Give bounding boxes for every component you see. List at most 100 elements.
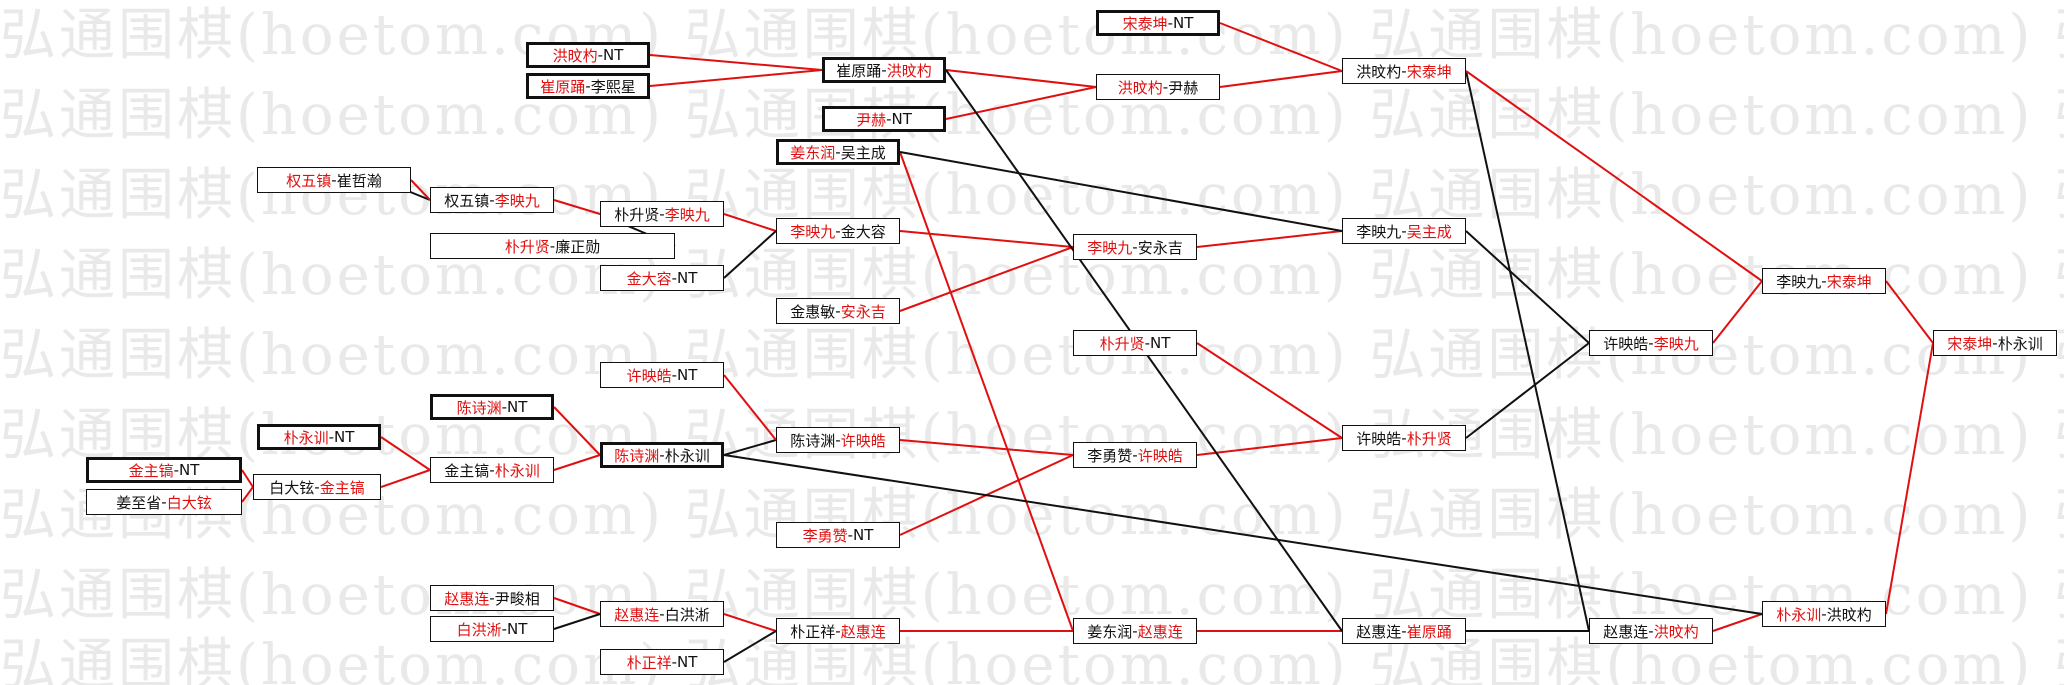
player-left: 朴正祥 <box>790 622 836 641</box>
player-right: NT <box>1150 334 1171 352</box>
player-right: 金大容 <box>840 222 886 241</box>
separator: - <box>549 237 556 255</box>
player-right: 尹赫 <box>1168 78 1199 97</box>
player-right: NT <box>677 269 698 287</box>
player-left: 姜东润 <box>1087 622 1133 641</box>
watermark-text: 弘通围棋(hoetom.com) 弘通围棋(hoetom.com) 弘通围棋(h… <box>0 243 2064 308</box>
player-right: 许映皓 <box>840 431 886 450</box>
watermark-text: 弘通围棋(hoetom.com) 弘通围棋(hoetom.com) 弘通围棋(h… <box>0 3 2064 68</box>
separator: - <box>659 205 665 223</box>
player-left: 李映九 <box>1356 222 1402 241</box>
player-left: 许映皓 <box>1356 429 1402 448</box>
bracket-edge-c4n0-c5n1 <box>945 69 1097 88</box>
player-left: 洪旼杓 <box>1356 62 1402 81</box>
separator: - <box>1821 605 1827 623</box>
match-box-c0n2: 朴升贤-廉正勋 <box>430 233 675 259</box>
bracket-edge-c0n5-c3n3 <box>553 597 601 615</box>
player-left: 洪旼杓 <box>552 46 598 65</box>
player-right: NT <box>179 461 200 479</box>
match-box-c5n5: 姜东润-赵惠连 <box>1073 618 1197 644</box>
separator: - <box>585 77 591 95</box>
player-right: 金主镐 <box>319 478 365 497</box>
separator: - <box>1401 222 1407 240</box>
match-box-c4n8: 朴正祥-赵惠连 <box>776 618 900 644</box>
player-left: 崔原踊 <box>836 61 882 80</box>
separator: - <box>501 398 508 416</box>
bracket-edge-c6n0-c8n0 <box>1465 70 1763 282</box>
match-box-c1n4: 白大铉-金主镐 <box>253 474 381 500</box>
separator: - <box>1401 429 1407 447</box>
separator: - <box>501 620 508 638</box>
match-box-c1n1: 崔原踊-李熙星 <box>526 73 650 99</box>
match-box-c9n0: 宋泰坤-朴永训 <box>1933 330 2057 356</box>
separator: - <box>489 461 495 479</box>
match-box-c2n0: 陈诗渊-NT <box>430 394 554 420</box>
player-left: 姜至省 <box>116 493 162 512</box>
player-right: 赵惠连 <box>840 622 886 641</box>
player-left: 白洪淅 <box>456 620 502 639</box>
match-box-c1n3: 朴永训-NT <box>257 424 381 450</box>
bracket-edge-c4n5-c4n6 <box>723 374 777 441</box>
match-box-c0n5: 赵惠连-尹畯相 <box>430 585 554 611</box>
bracket-edge-c4n2-c6n1 <box>899 151 1343 232</box>
player-left: 许映皓 <box>626 366 672 385</box>
bracket-edge-c1n3-c2n1 <box>380 436 431 471</box>
player-left: 朴升贤 <box>614 205 660 224</box>
player-left: 许映皓 <box>1603 334 1649 353</box>
bracket-edge-c6n0-c7n1 <box>1465 70 1590 632</box>
player-left: 李勇赞 <box>1087 446 1133 465</box>
separator: - <box>328 428 335 446</box>
player-right: NT <box>677 366 698 384</box>
match-box-c3n0: 朴升贤-李映九 <box>600 201 724 227</box>
match-box-c7n1: 赵惠连-洪旼杓 <box>1589 618 1713 644</box>
separator: - <box>1162 78 1169 96</box>
player-right: 尹畯相 <box>494 589 540 608</box>
bracket-edge-c5n1-c6n0 <box>1219 70 1343 88</box>
match-box-c8n1: 朴永训-洪旼杓 <box>1762 601 1886 627</box>
bracket-edge-c1n0-c4n0 <box>649 54 823 71</box>
separator: - <box>1132 238 1138 256</box>
bracket-edge-c2n0-c3n2 <box>553 406 601 456</box>
match-box-c5n4: 李勇赞-许映皓 <box>1073 442 1197 468</box>
bracket-edge-c1n2-c3n0 <box>553 199 601 215</box>
separator: - <box>489 589 495 607</box>
match-box-c5n1: 洪旼杓-尹赫 <box>1096 74 1220 100</box>
player-left: 白大铉 <box>269 478 315 497</box>
separator: - <box>671 269 678 287</box>
match-box-c3n2: 陈诗渊-朴永训 <box>600 442 724 468</box>
player-right: NT <box>853 526 874 544</box>
bracket-edge-c4n1-c5n1 <box>945 86 1097 120</box>
watermark-text: 弘通围棋(hoetom.com) 弘通围棋(hoetom.com) 弘通围棋(h… <box>0 633 2064 685</box>
player-right: 赵惠连 <box>1137 622 1183 641</box>
player-right: 许映皓 <box>1137 446 1183 465</box>
match-box-c5n3: 朴升贤-NT <box>1073 330 1197 356</box>
bracket-edge-c4n4-c5n2 <box>899 246 1074 312</box>
match-box-c0n3: 金主镐-NT <box>86 457 242 483</box>
separator: - <box>659 605 665 623</box>
player-left: 赵惠连 <box>1356 622 1402 641</box>
separator: - <box>659 446 665 464</box>
watermark-text: 弘通围棋(hoetom.com) 弘通围棋(hoetom.com) 弘通围棋(h… <box>0 83 2064 148</box>
player-left: 金主镐 <box>128 461 174 480</box>
separator: - <box>835 302 841 320</box>
match-box-c4n6: 陈诗渊-许映皓 <box>776 427 900 453</box>
bracket-edge-c4n6-c5n4 <box>899 439 1074 456</box>
player-right: 洪旼杓 <box>1826 605 1872 624</box>
player-right: 吴主成 <box>1406 222 1452 241</box>
separator: - <box>835 143 841 161</box>
bracket-edge-c5n0-c6n0 <box>1219 22 1343 72</box>
player-right: 宋泰坤 <box>1406 62 1452 81</box>
player-left: 朴永训 <box>283 428 329 447</box>
player-left: 姜东润 <box>790 143 836 162</box>
player-right: NT <box>1173 14 1194 32</box>
separator: - <box>1821 272 1827 290</box>
separator: - <box>671 366 678 384</box>
separator: - <box>331 171 337 189</box>
player-left: 金大容 <box>626 269 672 288</box>
separator: - <box>314 478 320 496</box>
bracket-edge-c4n2-c5n5 <box>899 151 1074 632</box>
player-right: 朴永训 <box>664 446 710 465</box>
bracket-edge-c1n4-c2n1 <box>380 469 431 488</box>
